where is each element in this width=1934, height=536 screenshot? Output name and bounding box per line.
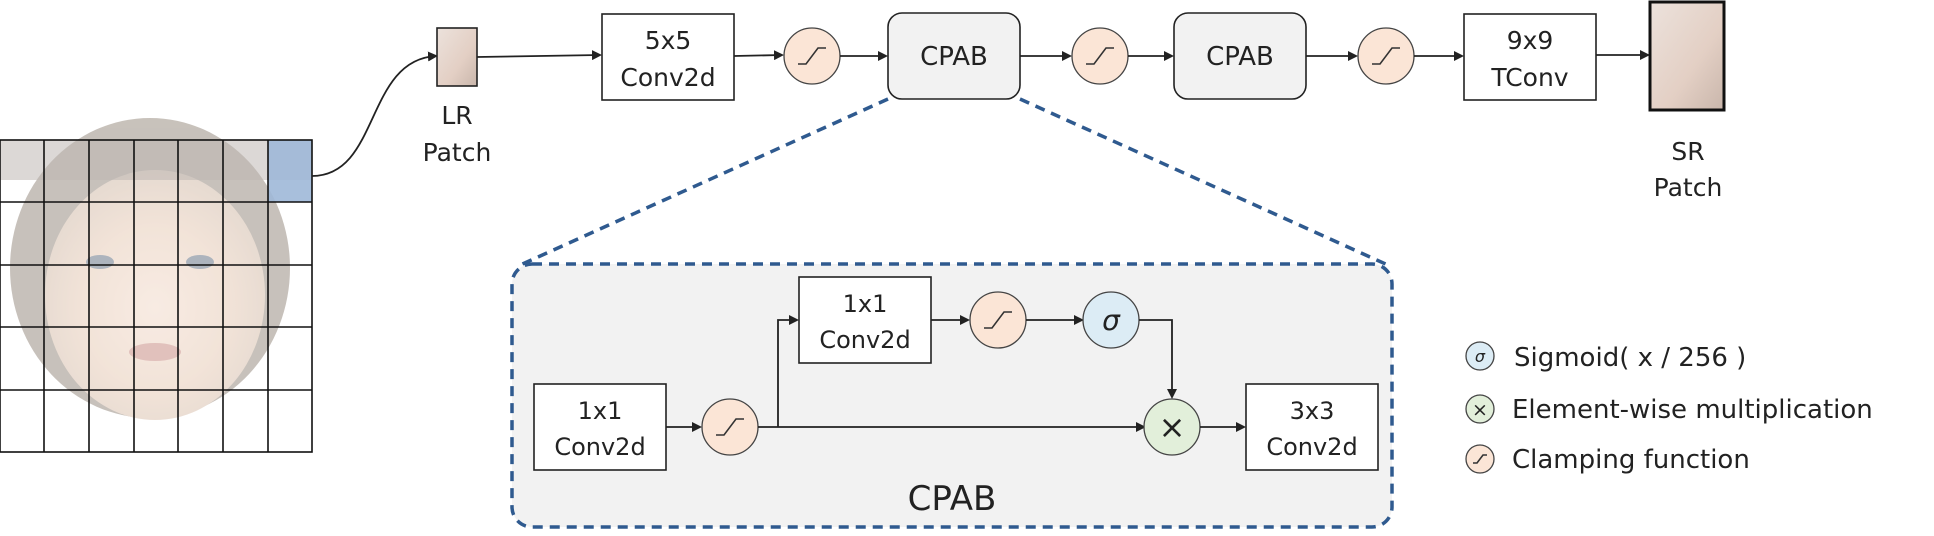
cpab-conv-in-block: 1x1 Conv2d	[533, 383, 667, 471]
svg-text:Conv2d: Conv2d	[1266, 433, 1357, 461]
svg-text:Element-wise multiplication: Element-wise multiplication	[1512, 395, 1873, 425]
legend-item-sigmoid: σ Sigmoid( x / 256 )	[1465, 341, 1746, 373]
svg-text:CPAB: CPAB	[920, 42, 988, 72]
multiply-icon: ×	[1143, 398, 1201, 456]
svg-text:9x9: 9x9	[1507, 26, 1554, 55]
svg-text:TConv: TConv	[1490, 63, 1568, 92]
svg-text:Conv2d: Conv2d	[620, 63, 715, 92]
cpab-detail-title: CPAB	[908, 479, 997, 519]
clamp-icon	[701, 398, 759, 456]
selected-patch-highlight	[268, 140, 312, 202]
svg-text:Conv2d: Conv2d	[819, 326, 910, 354]
grid-lines	[0, 139, 313, 453]
cpab-block-2: CPAB	[1173, 12, 1307, 100]
patch-extract-arrow	[311, 51, 438, 177]
svg-text:σ: σ	[1102, 304, 1121, 337]
cpab-block-1: CPAB	[887, 12, 1021, 100]
svg-text:×: ×	[1159, 408, 1186, 446]
arrow-lr-to-conv	[476, 50, 602, 61]
arrow-branch-to-gate-conv	[777, 315, 799, 427]
cpab-conv-out-block: 3x3 Conv2d	[1245, 383, 1379, 471]
baby-face-image	[0, 118, 312, 420]
svg-text:1x1: 1x1	[578, 397, 623, 425]
sr-patch-label-line2: Patch	[1654, 173, 1723, 202]
conv5x5-block: 5x5 Conv2d	[601, 13, 735, 101]
sr-patch	[1648, 0, 1726, 112]
clamp-icon	[1357, 27, 1415, 85]
sr-patch-label-line1: SR	[1671, 137, 1704, 166]
legend-item-multiply: × Element-wise multiplication	[1465, 394, 1873, 425]
legend-item-clamp: Clamping function	[1465, 444, 1750, 475]
legend: σ Sigmoid( x / 256 ) × Element-wise mult…	[1465, 341, 1873, 475]
svg-text:CPAB: CPAB	[1206, 42, 1274, 72]
svg-text:5x5: 5x5	[645, 26, 692, 55]
multiply-icon	[1465, 394, 1495, 424]
clamp-icon	[969, 291, 1027, 349]
clamp-icon	[783, 27, 841, 85]
arrow-conv-to-clamp1	[733, 50, 784, 61]
svg-text:3x3: 3x3	[1290, 397, 1335, 425]
svg-text:σ: σ	[1475, 347, 1486, 366]
input-image-grid	[0, 118, 313, 453]
lr-patch-label-line2: Patch	[423, 138, 492, 167]
lr-patch	[436, 27, 478, 87]
svg-text:1x1: 1x1	[843, 290, 888, 318]
sigmoid-icon	[1465, 341, 1495, 371]
tconv9x9-block: 9x9 TConv	[1463, 13, 1597, 101]
svg-text:Conv2d: Conv2d	[554, 433, 645, 461]
svg-text:Clamping function: Clamping function	[1512, 445, 1750, 475]
lr-patch-label-line1: LR	[441, 101, 472, 130]
cpab-conv-gate-block: 1x1 Conv2d	[798, 276, 932, 364]
svg-text:×: ×	[1472, 399, 1488, 421]
svg-text:Sigmoid( x / 256 ): Sigmoid( x / 256 )	[1514, 343, 1746, 373]
arrow-sigmoid-to-multiply	[1139, 319, 1177, 399]
cpab-zoom-lines	[517, 97, 1391, 268]
sigmoid-icon: σ	[1082, 291, 1140, 349]
clamp-icon	[1071, 27, 1129, 85]
